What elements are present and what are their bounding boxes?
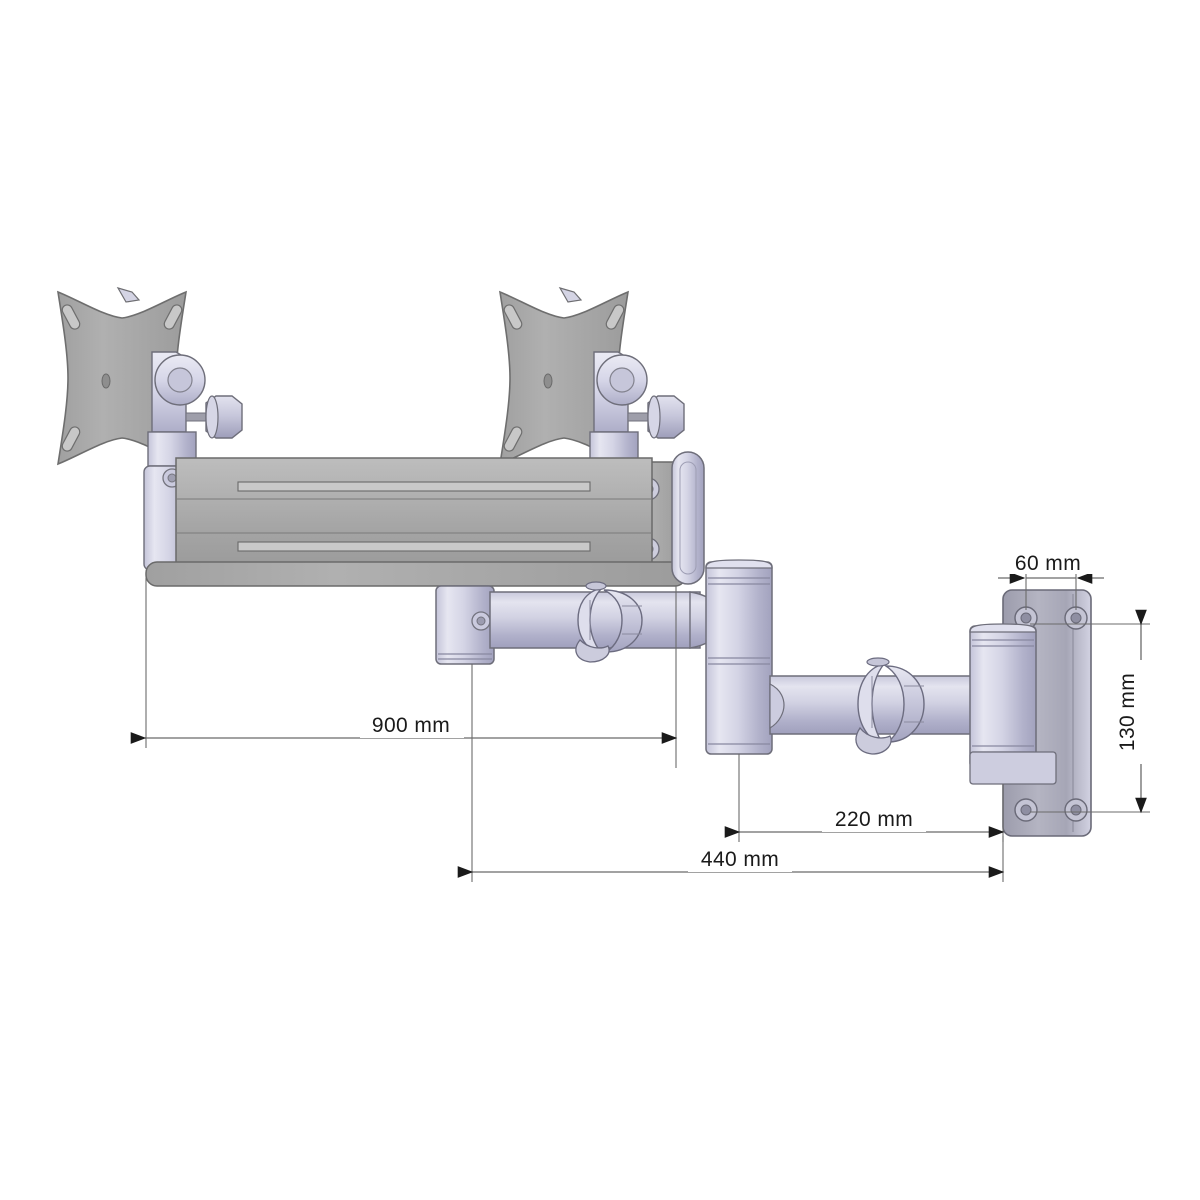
wall-plate-holes (1014, 606, 1088, 822)
dimension-label-220: 220 mm (835, 808, 913, 831)
dimension-plate-width-60: 60 mm (998, 552, 1104, 610)
center-pivot (705, 559, 773, 755)
dimension-label-440: 440 mm (701, 848, 779, 871)
dimension-label-900: 900 mm (372, 714, 450, 737)
tilt-yoke-right (593, 351, 648, 433)
dimension-reach-220: 220 mm (724, 754, 1005, 842)
tilt-knob-left[interactable] (185, 395, 243, 439)
dimension-plate-height-130: 130 mm (1030, 609, 1150, 814)
dimension-reach-440: 440 mm (457, 664, 1005, 882)
dimension-label-60: 60 mm (1015, 552, 1081, 575)
dimension-reach-900: 900 mm (130, 578, 678, 768)
lower-arm-collar[interactable] (855, 657, 925, 755)
vesa-tab-left (116, 287, 141, 303)
upper-arm-collar[interactable] (575, 581, 643, 663)
vesa-tab-right (558, 287, 583, 303)
crossbar (145, 457, 687, 587)
dimension-label-130: 130 mm (1116, 673, 1139, 751)
wall-pivot (969, 623, 1057, 785)
tilt-knob-right[interactable] (627, 395, 685, 439)
crossbar-endcap (671, 451, 705, 585)
tilt-yoke-left (151, 351, 206, 433)
